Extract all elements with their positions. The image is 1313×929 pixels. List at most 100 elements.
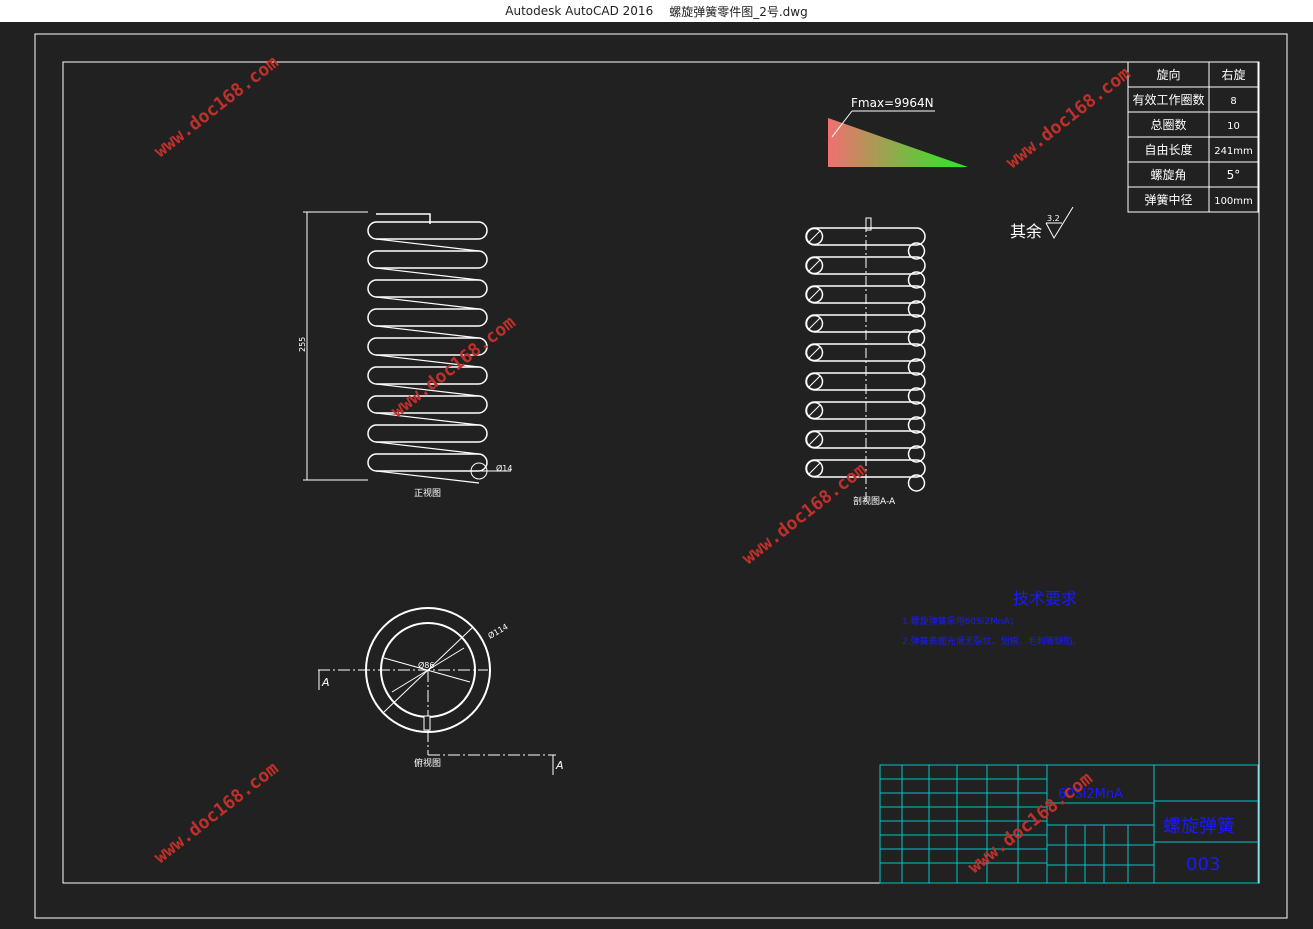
coil-loop	[367, 308, 488, 327]
section-wire-left	[805, 372, 824, 391]
section-hatch	[808, 404, 821, 417]
spec-value: 右旋	[1221, 67, 1245, 82]
spec-value: 10	[1227, 121, 1240, 132]
window-titlebar: Autodesk AutoCAD 2016 螺旋弹簧零件图_2号.dwg	[0, 0, 1313, 22]
section-wire-left	[805, 459, 824, 478]
coil-helix-line	[375, 238, 480, 252]
wire-end-mark	[423, 715, 431, 731]
watermark-4: www.doc168.com	[738, 459, 871, 569]
coil-loop	[367, 424, 488, 443]
section-view-title: 剖视图A-A	[853, 495, 896, 507]
load-triangle	[828, 118, 968, 167]
coil-loop	[367, 279, 488, 298]
spec-value: 5°	[1227, 168, 1241, 182]
load-diagram: Fmax=9964N	[828, 96, 968, 167]
front-view[interactable]: 255 Ø14 正视图	[298, 211, 512, 499]
section-wire-left	[805, 401, 824, 420]
load-leader	[831, 110, 853, 138]
watermark-6: www.doc168.com	[964, 768, 1097, 878]
radial-leader	[383, 657, 471, 683]
tech-requirements: 技术要求 1.螺旋弹簧采用60Si2MnA； 2.弹簧表面光滑无裂纹、划痕、毛刺…	[902, 589, 1082, 647]
tech-req-line-1: 1.螺旋弹簧采用60Si2MnA；	[902, 615, 1019, 627]
coil-loop	[367, 366, 488, 385]
section-wire-right	[907, 416, 926, 434]
section-hatch	[808, 259, 821, 272]
section-hatch	[808, 462, 821, 475]
coil-helix-line	[375, 354, 480, 368]
section-view[interactable]: 剖视图A-A	[805, 217, 926, 507]
title-block-frame	[879, 764, 1259, 884]
section-wire-right	[907, 300, 926, 318]
coil-loop	[367, 337, 488, 356]
spec-label: 螺旋角	[1150, 168, 1186, 182]
roughness-prefix: 其余	[1010, 222, 1042, 241]
coil-helix-line	[375, 470, 480, 484]
section-wire-right	[907, 242, 926, 260]
coil-loop	[367, 250, 488, 269]
section-wire-left	[805, 256, 824, 275]
section-hatch	[808, 433, 821, 446]
section-wire-right	[907, 358, 926, 376]
section-wire-left	[805, 314, 824, 333]
coil-helix-line	[375, 412, 480, 426]
coil-loop	[367, 453, 488, 472]
coil-helix-line	[375, 296, 480, 310]
title-block[interactable]: 60Si2MnA 螺旋弹簧 003	[879, 764, 1259, 884]
inner-frame	[62, 61, 1260, 884]
coil-loop	[367, 221, 488, 240]
watermark-2: www.doc168.com	[1002, 63, 1135, 173]
title-block-grid	[880, 765, 1258, 883]
section-label-right: A	[555, 759, 564, 772]
spec-label: 自由长度	[1144, 142, 1192, 157]
watermark-1: www.doc168.com	[150, 52, 283, 162]
outer-dimension: Ø114	[486, 621, 510, 640]
section-wire-right	[907, 474, 926, 492]
roughness-symbol: 其余 3.2	[1010, 206, 1074, 241]
spec-value: 8	[1230, 96, 1236, 107]
spec-label: 总圈数	[1150, 117, 1186, 132]
load-label: Fmax=9964N	[851, 96, 934, 110]
tech-req-line-2: 2.弹簧表面光滑无裂纹、划痕、毛刺等缺陷。	[902, 635, 1082, 647]
spec-label: 有效工作圈数	[1132, 92, 1204, 107]
material-label: 60Si2MnA	[1058, 787, 1123, 802]
outer-frame	[34, 33, 1288, 919]
section-label-left: A	[321, 676, 330, 689]
section-hatch	[808, 230, 821, 243]
front-view-title: 正视图	[414, 487, 441, 499]
watermarks: www.doc168.com www.doc168.com www.doc168…	[150, 52, 1135, 878]
coil-loop	[367, 395, 488, 414]
top-view-title: 俯视图	[414, 757, 441, 769]
roughness-check-icon	[1045, 206, 1074, 240]
section-coils	[805, 227, 926, 492]
coil-helix-line	[375, 325, 480, 339]
drawing-number: 003	[1186, 854, 1220, 875]
section-wire-end	[865, 217, 872, 231]
section-wire-left	[805, 343, 824, 362]
front-coils	[367, 213, 488, 484]
inner-dimension: Ø86	[418, 660, 434, 670]
watermark-5: www.doc168.com	[150, 758, 283, 868]
spec-value: 241mm	[1214, 146, 1253, 157]
roughness-value: 3.2	[1047, 214, 1060, 223]
section-wire-right	[907, 329, 926, 347]
section-hatch	[808, 288, 821, 301]
section-hatch	[808, 317, 821, 330]
section-wire-left	[805, 227, 824, 246]
coil-helix-line	[375, 383, 480, 397]
coil-helix-line	[375, 441, 480, 455]
section-hatch	[808, 346, 821, 359]
coil-helix-line	[375, 267, 480, 281]
section-wire-right	[907, 387, 926, 405]
section-wire-left	[805, 430, 824, 449]
height-dimension: 255	[298, 337, 307, 352]
tech-req-title: 技术要求	[1013, 589, 1077, 608]
spec-label: 旋向	[1156, 67, 1180, 82]
section-wire-right	[907, 445, 926, 463]
wire-dimension: Ø14	[496, 463, 512, 473]
top-view[interactable]: A A Ø114 Ø86 俯视图	[318, 607, 564, 775]
app-name: Autodesk AutoCAD 2016	[505, 4, 654, 18]
section-hatch	[808, 375, 821, 388]
spec-label: 弹簧中径	[1144, 192, 1192, 207]
